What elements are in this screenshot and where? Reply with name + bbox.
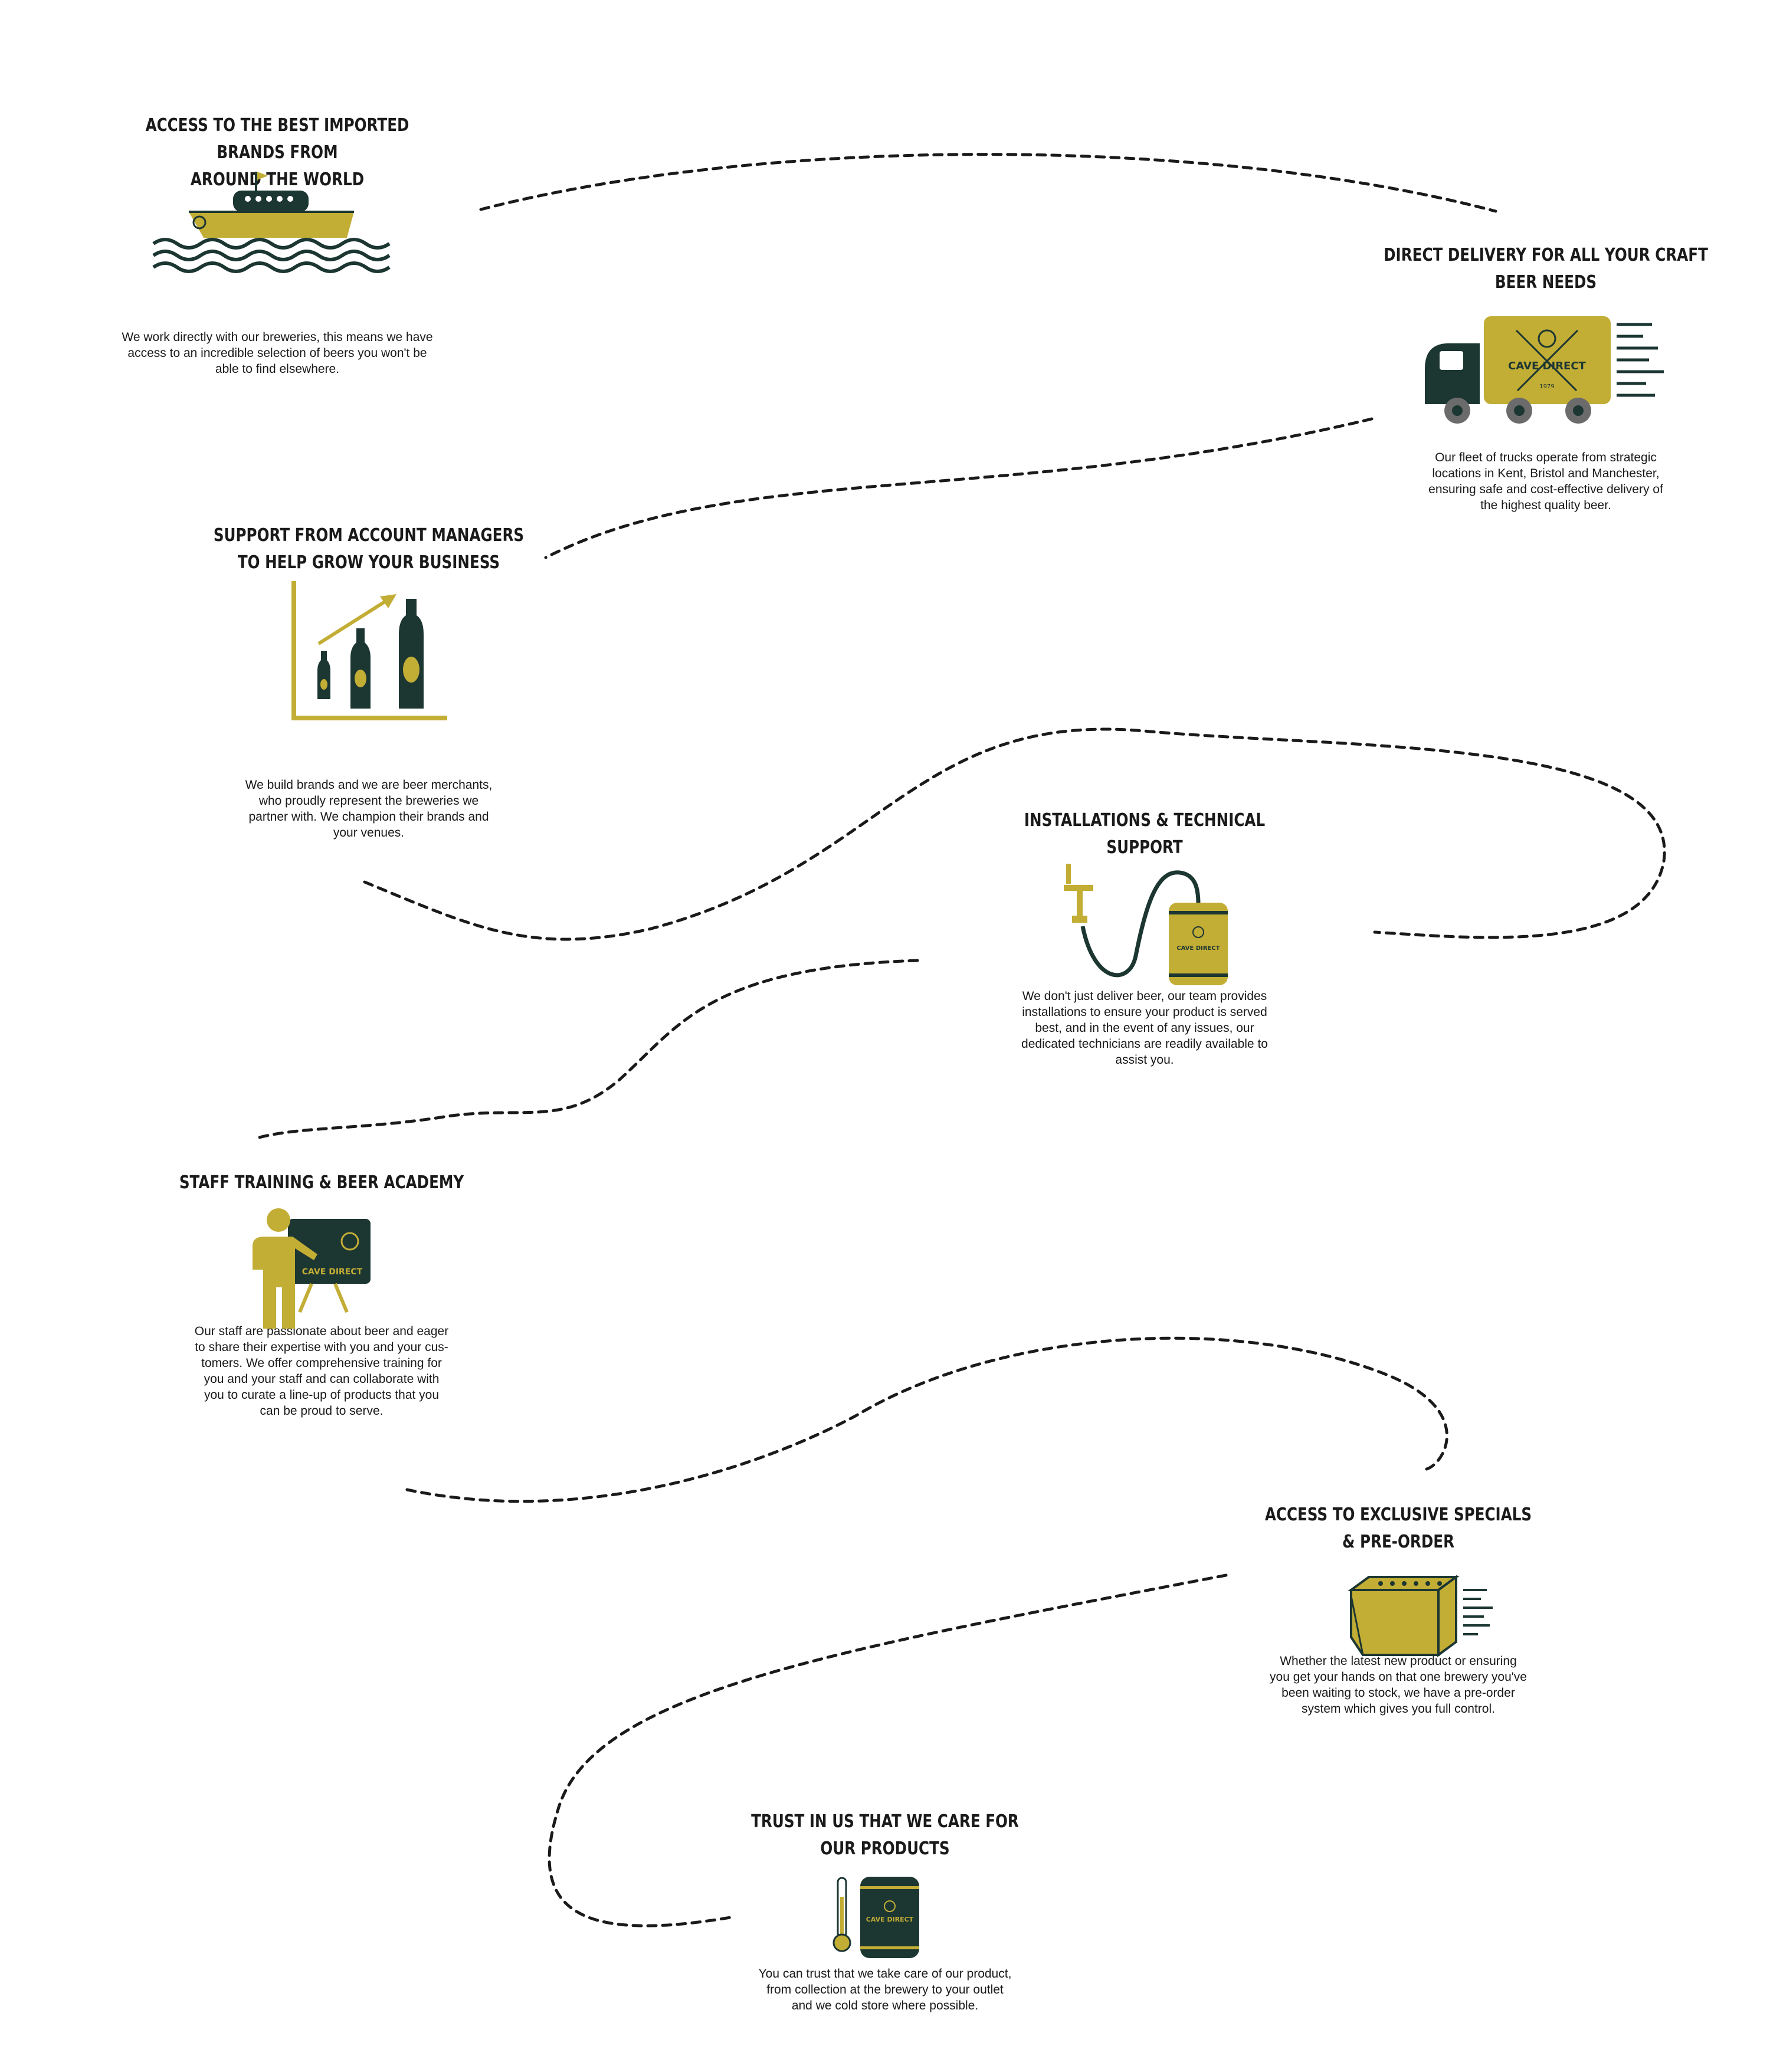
tap-keg-icon: CAVE DIRECT — [1064, 864, 1228, 985]
feature-body: Whether the latest new product or ensuri… — [1270, 1654, 1527, 1716]
feature-body: You can trust that we take care of our p… — [758, 1967, 1012, 2012]
feature-body: We don't just deliver beer, our team pro… — [1021, 989, 1268, 1067]
feature-title: STAFF TRAINING & BEER ACADEMY — [179, 1172, 464, 1193]
trainer-board-icon: CAVE DIRECT — [253, 1208, 371, 1329]
feature-body: Our staff are passionate about beer and … — [194, 1324, 449, 1418]
svg-text:CAVE DIRECT: CAVE DIRECT — [866, 1916, 914, 1923]
feature-body: We work directly with our breweries, thi… — [122, 330, 433, 376]
feature-exclusive-specials: ACCESS TO EXCLUSIVE SPECIALS& PRE-ORDER … — [1215, 1501, 1581, 1717]
truck-icon: CAVE DIRECT 1979 — [1425, 316, 1664, 424]
growth-chart-icon — [291, 581, 447, 720]
feature-staff-training: STAFF TRAINING & BEER ACADEMY Our staff … — [130, 1169, 513, 1419]
feature-body: Our fleet of trucks operate from strateg… — [1428, 451, 1663, 512]
thermometer-keg-icon: CAVE DIRECT — [832, 1877, 919, 1958]
svg-text:CAVE DIRECT: CAVE DIRECT — [1176, 945, 1220, 952]
feature-body: We build brands and we are beer merchant… — [245, 778, 493, 840]
svg-text:1979: 1979 — [1539, 383, 1554, 390]
brand-label: CAVE DIRECT — [1508, 360, 1586, 372]
svg-text:CAVE DIRECT: CAVE DIRECT — [302, 1267, 363, 1277]
crate-icon — [1347, 1575, 1493, 1657]
feature-title: ACCESS TO EXCLUSIVE SPECIALS& PRE-ORDER — [1264, 1504, 1532, 1552]
ship-icon — [152, 172, 391, 273]
